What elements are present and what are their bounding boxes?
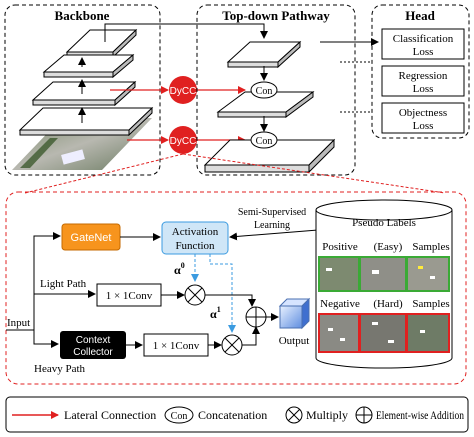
regression-loss-line2: Loss [413, 83, 434, 95]
heavy-path-label: Heavy Path [34, 363, 86, 375]
legend: Lateral Connection Con Concatenation Mul… [5, 396, 469, 433]
output-label: Output [279, 335, 310, 347]
legend-con-symbol: Con [171, 411, 188, 422]
classification-loss-line1: Classification [393, 33, 454, 45]
light-conv-label: 1 × 1Conv [106, 290, 153, 302]
context-collector-box [60, 331, 126, 359]
heavy-conv-label: 1 × 1Conv [153, 340, 200, 352]
backbone-layer-4 [18, 106, 154, 137]
dycc-node-2: DyCC [127, 126, 246, 154]
objectness-loss-line1: Objectness [399, 107, 447, 119]
legend-concatenation-label: Concatenation [198, 408, 267, 422]
backbone-section: Backbone [4, 4, 161, 176]
head-box [371, 4, 470, 139]
activation-label-1: Activation [172, 226, 219, 238]
topdown-title: Top-down Pathway [222, 8, 330, 23]
addition-icon [355, 406, 373, 424]
negative-label-2: (Hard) [373, 298, 403, 310]
negative-label-1: Negative [320, 298, 360, 310]
classification-loss-line2: Loss [413, 46, 434, 58]
top-connection-arrow [104, 23, 268, 42]
negative-samples-images [318, 313, 450, 353]
semi-supervised-label-1: Semi-Supervised [238, 207, 306, 218]
regression-loss-line1: Regression [399, 70, 448, 82]
dycc-detail-box [5, 191, 467, 385]
backbone-title: Backbone [55, 8, 110, 23]
regression-loss-box [381, 65, 465, 97]
addition-node [245, 306, 267, 328]
pseudo-labels-cylinder-top [315, 199, 453, 221]
light-to-add [205, 294, 256, 307]
head-section: Head Classification Loss Regression Loss… [371, 4, 470, 139]
concat-label: Con [256, 86, 273, 97]
objectness-loss-box [381, 102, 465, 134]
alpha1-label: α1 [210, 305, 221, 321]
topdown-box [196, 4, 356, 176]
classification-loss-box [381, 28, 465, 60]
alpha1-arrow [209, 254, 236, 333]
input-to-heavy [33, 296, 59, 348]
topdown-layer-1 [226, 40, 302, 69]
concat-label: Con [256, 136, 273, 147]
input-label: Input [7, 317, 30, 329]
topdown-section: Top-down Pathway Con Con [196, 4, 356, 176]
dycc-detail-section: Input GateNet Activation Function Semi-S… [5, 153, 467, 385]
output-cube [278, 297, 311, 330]
context-label-2: Collector [73, 347, 113, 358]
objectness-loss-line2: Loss [413, 120, 434, 132]
dycc-label: DyCC [170, 136, 197, 147]
legend-multiply-label: Multiply [306, 408, 348, 422]
alpha0-label: α0 [174, 261, 185, 277]
multiply-node-heavy [221, 334, 243, 356]
positive-label-3: Samples [412, 241, 449, 253]
light-path-label: Light Path [40, 278, 87, 290]
zoom-line [182, 153, 446, 194]
multiply-icon [285, 406, 303, 424]
legend-box [5, 396, 469, 433]
zoom-line [24, 153, 184, 194]
head-title: Head [405, 8, 435, 23]
heavy-to-add [242, 326, 260, 346]
pseudo-labels-section: Pseudo Labels Positive (Easy) Samples Ne… [315, 199, 453, 369]
gatenet-label: GateNet [71, 232, 112, 244]
concat-node [250, 81, 278, 99]
positive-samples-images [318, 256, 450, 292]
legend-addition-label: Element-wise Addition [376, 408, 464, 422]
concat-node [250, 131, 278, 149]
concatenation-icon [164, 406, 194, 424]
negative-label-3: Samples [412, 298, 449, 310]
dycc-label: DyCC [170, 86, 197, 97]
topdown-layer-2 [216, 91, 315, 118]
topdown-layer-3 [203, 138, 336, 174]
legend-lateral-label: Lateral Connection [64, 408, 156, 422]
pseudo-labels-title: Pseudo Labels [352, 217, 416, 229]
backbone-layer-1 [65, 28, 138, 59]
dycc-node-1: DyCC [110, 76, 246, 104]
multiply-node-light [184, 284, 206, 306]
activation-label-2: Function [175, 240, 215, 252]
semi-supervised-arrow [229, 229, 319, 241]
positive-label-1: Positive [322, 241, 358, 253]
semi-supervised-label-2: Learning [254, 220, 290, 231]
backbone-layer-3 [31, 80, 137, 107]
backbone-layer-2 [42, 53, 135, 79]
context-label-1: Context [76, 335, 111, 346]
positive-label-2: (Easy) [374, 241, 403, 253]
